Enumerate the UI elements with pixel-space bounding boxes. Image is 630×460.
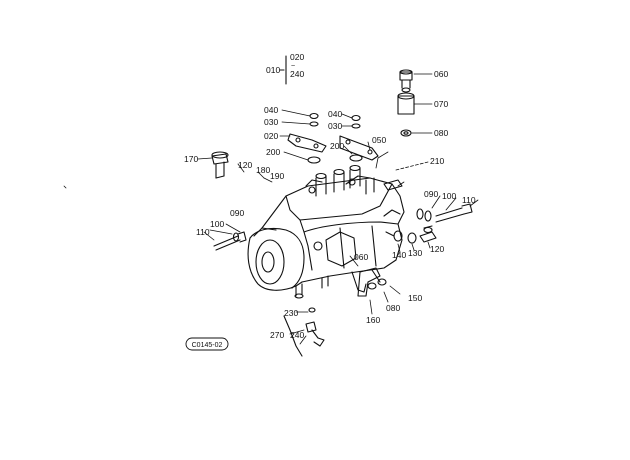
right-bolt-set [383,179,473,223]
leader-lines [197,73,479,345]
callout-050: 050 [372,135,386,145]
bottom-fitting [283,307,325,357]
callout-110-right: 110 [462,195,476,205]
callout-270: 270 [270,330,284,340]
callout-030-left: 030 [264,117,278,127]
callout-240: 240 [290,330,304,340]
callout-100-right: 100 [442,191,456,201]
callout-020: 020 [264,131,278,141]
callout-190: 190 [270,171,284,181]
upper-plates [287,112,379,164]
callout-090-left: 090 [230,208,244,218]
callout-180: 180 [256,165,270,175]
callout-110-left: 110 [196,227,210,237]
callout-200-left: 200 [266,147,280,157]
callout-210: 210 [430,156,444,166]
callout-170: 170 [184,154,198,164]
left-bolt-set [213,231,247,251]
callout-120-left: 120 [238,160,252,170]
callout-140: 140 [392,250,406,260]
callout-040-left: 040 [264,105,278,115]
callout-080-bottom: 080 [386,303,400,313]
callout-080-top: 080 [434,128,448,138]
callout-060-mid: 060 [354,252,368,262]
lower-lever [357,267,387,297]
callout-020-group: 020 [290,52,304,62]
callout-030-right: 030 [328,121,342,131]
callout-240-group: 240 [290,69,304,79]
pump-body [247,164,405,299]
callout-070: 070 [434,99,448,109]
callout-090-right: 090 [424,189,438,199]
callout-230: 230 [284,308,298,318]
figure-code-badge [185,337,229,351]
callout-130: 130 [408,248,422,258]
fitting-stack-top-right [397,69,415,137]
figure-code-text: C0145-02 [192,342,223,349]
callout-120-right: 120 [430,244,444,254]
callout-labels: 010 020 240 ~ 060 070 080 040 030 020 04… [184,52,476,340]
callout-150: 150 [408,293,422,303]
callout-040-right: 040 [328,109,342,119]
group-bracket [279,55,287,85]
callout-060-top: 060 [434,69,448,79]
callout-010: 010 [266,65,280,75]
callout-100-left: 100 [210,219,224,229]
banjo-bolt-170 [211,151,229,179]
mid-right-fittings [393,225,437,244]
group-tilde: ~ [291,63,295,70]
callout-200-right: 200 [330,141,344,151]
callout-160: 160 [366,315,380,325]
